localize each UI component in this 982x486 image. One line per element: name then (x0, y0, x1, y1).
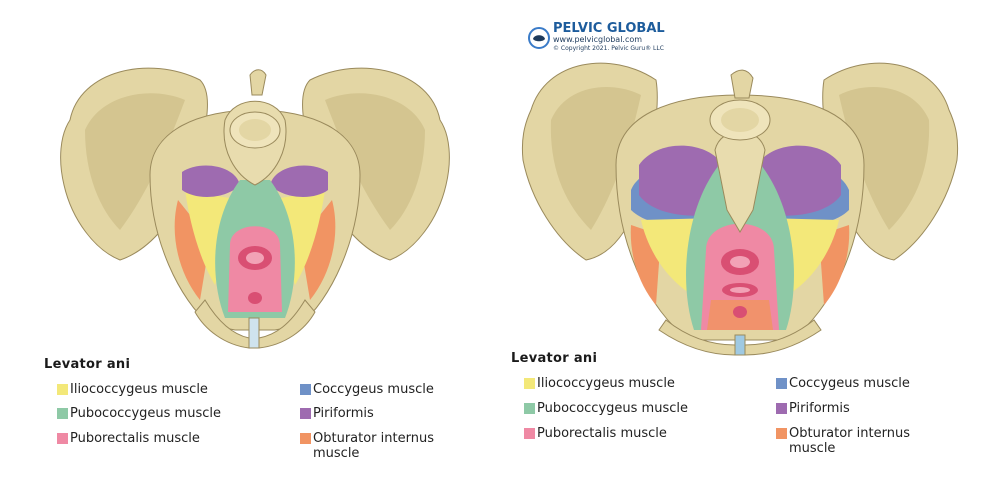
legend-item-piriformis: Piriformis (776, 401, 850, 416)
logo-name: PELVIC GLOBAL (553, 21, 665, 36)
legend-item-obturator-internus: Obturator internus muscle (776, 426, 936, 456)
right-panel: PELVIC GLOBAL www.pelvicglobal.com © Cop… (491, 0, 982, 486)
obturator-internus-swatch (776, 428, 787, 439)
puborectalis-swatch (57, 433, 68, 444)
coccygeus-swatch (776, 378, 787, 389)
piriformis-right (270, 165, 328, 197)
legend-item-puborectalis: Puborectalis muscle (57, 431, 200, 446)
legend-item-piriformis: Piriformis (300, 406, 374, 421)
legend-item-pubococcygeus: Pubococcygeus muscle (57, 406, 221, 421)
piriformis-right (761, 145, 841, 216)
obturator-internus-swatch (300, 433, 311, 444)
legend-title: Levator ani (511, 351, 598, 366)
obturator-right (300, 200, 336, 300)
piriformis-left (639, 145, 719, 216)
pelvic-global-logo-icon (528, 26, 550, 49)
piriformis-swatch (300, 408, 311, 419)
puborectalis-swatch (524, 428, 535, 439)
iliococcygeus-swatch (57, 384, 68, 395)
legend-item-puborectalis: Puborectalis muscle (524, 426, 667, 441)
legend-item-coccygeus: Coccygeus muscle (776, 376, 910, 391)
legend-item-obturator-internus: Obturator internus muscle (300, 431, 460, 461)
legend-item-iliococcygeus: Iliococcygeus muscle (524, 376, 675, 391)
logo-copyright: © Copyright 2021. Pelvic Guru® LLC (553, 45, 664, 52)
logo-url: www.pelvicglobal.com (553, 35, 643, 44)
pelvic-global-logo: PELVIC GLOBAL www.pelvicglobal.com © Cop… (528, 22, 665, 53)
pubococcygeus-swatch (524, 403, 535, 414)
pubococcygeus-swatch (57, 408, 68, 419)
left-panel: Levator ani Iliococcygeus muscle Coccyge… (44, 67, 460, 461)
legend-item-coccygeus: Coccygeus muscle (300, 382, 434, 397)
pelvis-illustration-left (60, 67, 450, 349)
piriformis-left (182, 165, 240, 197)
legend-item-iliococcygeus: Iliococcygeus muscle (57, 382, 208, 397)
obturator-left (174, 200, 210, 300)
pelvis-illustration-right (521, 62, 959, 356)
legend-title: Levator ani (44, 357, 131, 372)
legend-item-pubococcygeus: Pubococcygeus muscle (524, 401, 688, 416)
coccygeus-swatch (300, 384, 311, 395)
iliococcygeus-swatch (524, 378, 535, 389)
piriformis-swatch (776, 403, 787, 414)
